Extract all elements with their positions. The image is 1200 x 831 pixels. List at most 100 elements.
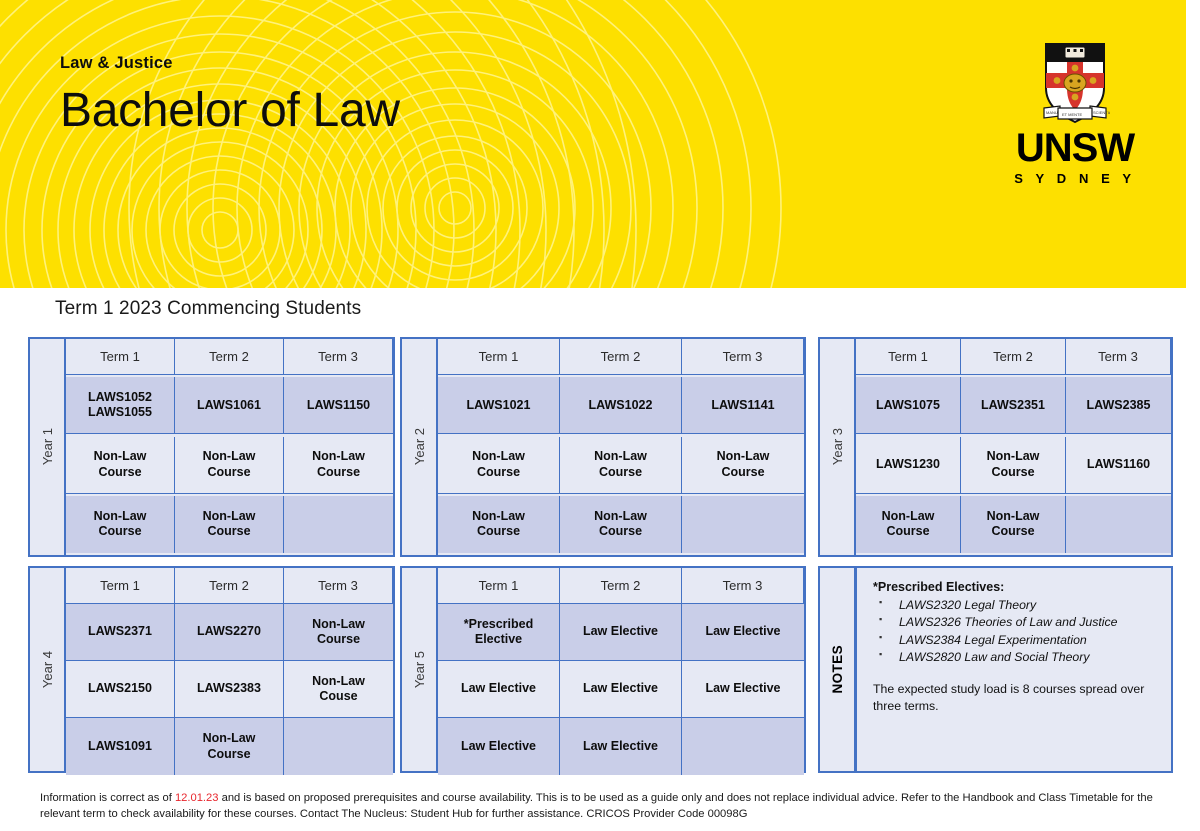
course-cell: Law Elective — [682, 604, 804, 661]
course-cell: LAWS2270 — [175, 604, 284, 661]
year-label-text: Year 4 — [39, 650, 55, 689]
course-cell: LAWS1150 — [284, 377, 393, 435]
course-cell: LAWS1022 — [560, 377, 682, 435]
list-item: LAWS2384 Legal Experimentation — [877, 631, 1157, 649]
course-cell: LAWS1230 — [856, 436, 961, 494]
course-cell-empty — [682, 718, 804, 775]
banner-text-block: Law & Justice Bachelor of Law — [60, 54, 400, 137]
list-item: LAWS2820 Law and Social Theory — [877, 648, 1157, 666]
footer-disclaimer: Information is correct as of 12.01.23 an… — [40, 790, 1160, 822]
column-header-term-1: Term 1 — [438, 339, 560, 375]
year-label-year-1: Year 1 — [30, 339, 66, 555]
unsw-wordmark: UNSW — [1015, 126, 1135, 170]
list-item: LAWS2320 Legal Theory — [877, 596, 1157, 614]
unsw-crest-icon: MANU ET MENTE SCIENTIA — [1000, 40, 1150, 126]
notes-body: *Prescribed Electives: LAWS2320 Legal Th… — [856, 568, 1171, 771]
course-cell-empty — [1066, 495, 1171, 553]
course-cell: LAWS2385 — [1066, 377, 1171, 435]
course-cell: LAWS1075 — [856, 377, 961, 435]
year-label-text: Year 5 — [411, 650, 427, 689]
course-cell-empty — [284, 718, 393, 775]
course-cell-empty — [682, 495, 804, 553]
course-cell: LAWS2150 — [66, 661, 175, 718]
column-header-term-3: Term 3 — [284, 568, 393, 604]
header-banner: Law & Justice Bachelor of Law — [0, 0, 1186, 288]
notes-label-text: NOTES — [829, 645, 845, 694]
course-cell-empty — [284, 495, 393, 553]
page-title: Bachelor of Law — [60, 84, 400, 138]
notes-label: NOTES — [820, 568, 856, 771]
year-3-grid: Term 1 Term 2 Term 3 LAWS1075 LAWS2351 L… — [856, 339, 1171, 555]
course-cell: LAWS2371 — [66, 604, 175, 661]
prescribed-electives-list: LAWS2320 Legal Theory LAWS2326 Theories … — [877, 596, 1157, 667]
column-header-term-2: Term 2 — [560, 339, 682, 375]
svg-text:MANU: MANU — [1046, 110, 1058, 115]
column-header-term-3: Term 3 — [682, 339, 804, 375]
year-table-year-3: Year 3 Term 1 Term 2 Term 3 LAWS1075 LAW… — [818, 337, 1173, 557]
course-cell: LAWS1160 — [1066, 436, 1171, 494]
course-cell: Law Elective — [682, 661, 804, 718]
notes-heading: *Prescribed Electives: — [873, 580, 1005, 594]
column-header-term-1: Term 1 — [856, 339, 961, 375]
column-header-term-3: Term 3 — [284, 339, 393, 375]
year-4-grid: Term 1 Term 2 Term 3 LAWS2371 LAWS2270 N… — [66, 568, 393, 775]
faculty-name: Law & Justice — [60, 54, 173, 72]
column-header-term-1: Term 1 — [438, 568, 560, 604]
year-label-text: Year 3 — [829, 428, 845, 466]
footer-text-after-date: and is based on proposed prerequisites a… — [40, 792, 1153, 821]
year-label-year-2: Year 2 — [402, 339, 438, 555]
year-table-year-4: Year 4 Term 1 Term 2 Term 3 LAWS2371 LAW… — [28, 566, 395, 775]
year-label-text: Year 2 — [411, 428, 427, 466]
year-label-text: Year 1 — [39, 428, 55, 466]
course-cell: Law Elective — [560, 718, 682, 775]
unsw-sydney-subtext: S Y D N E Y — [1014, 171, 1136, 186]
course-cell: LAWS1091 — [66, 718, 175, 775]
column-header-term-2: Term 2 — [961, 339, 1066, 375]
section-title: Term 1 2023 Commencing Students — [55, 298, 362, 319]
year-label-year-3: Year 3 — [820, 339, 856, 555]
course-cell: Law Elective — [438, 718, 560, 775]
course-cell: LAWS1061 — [175, 377, 284, 435]
year-label-year-4: Year 4 — [30, 568, 66, 771]
column-header-term-1: Term 1 — [66, 568, 175, 604]
year-label-year-5: Year 5 — [402, 568, 438, 771]
svg-text:SCIENTIA: SCIENTIA — [1093, 110, 1110, 115]
course-cell: Law Elective — [560, 661, 682, 718]
course-cell: Law Elective — [438, 661, 560, 718]
notes-paragraph: The expected study load is 8 courses spr… — [873, 681, 1145, 713]
footer-date: 12.01.23 — [174, 792, 219, 804]
column-header-term-3: Term 3 — [1066, 339, 1171, 375]
list-item: LAWS2326 Theories of Law and Justice — [877, 613, 1157, 631]
column-header-term-2: Term 2 — [175, 339, 284, 375]
notes-panel: NOTES *Prescribed Electives: LAWS2320 Le… — [818, 566, 1173, 773]
course-cell: LAWS1141 — [682, 377, 804, 435]
course-cell: LAWS2351 — [961, 377, 1066, 435]
course-cell: LAWS2383 — [175, 661, 284, 718]
course-cell: Law Elective — [560, 604, 682, 661]
year-table-year-2: Year 2 Term 1 Term 2 Term 3 LAWS1021 LAW… — [400, 337, 806, 557]
footer-text-before-date: Information is correct as of — [40, 792, 175, 804]
column-header-term-3: Term 3 — [682, 568, 804, 604]
